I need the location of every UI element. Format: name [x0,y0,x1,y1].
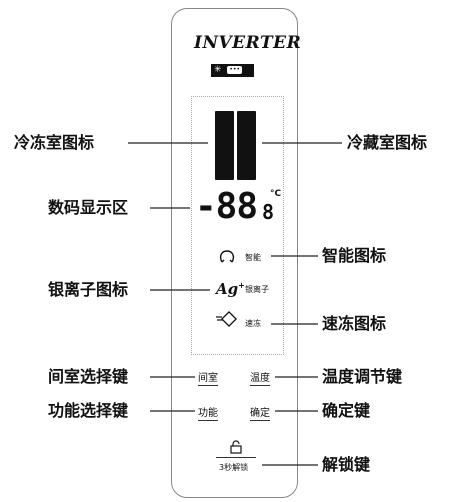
quick-freeze-icon [216,311,237,327]
silver-ion-icon: Ag+ [216,280,245,298]
unlock-divider [216,457,256,458]
energy-badge: ✳ ••• [211,64,254,77]
smart-label: 智能 [245,253,261,262]
callout-silver-ion-icon: 银离子图标 [48,280,129,299]
digital-display-decimal: 8 [262,200,275,224]
display-area [191,96,284,355]
smart-icon [219,250,235,263]
celsius-unit: °C [270,189,282,199]
lock-icon [230,440,242,454]
callout-room-select-key: 间室选择键 [48,367,129,386]
room-select-key[interactable]: 间室 [198,369,218,386]
snowflake-icon: ✳ [214,65,222,75]
callout-function-select-key: 功能选择键 [48,401,129,420]
function-select-key[interactable]: 功能 [198,404,218,421]
star-rating: ••• [227,66,243,74]
callout-freezer-icon: 冷冻室图标 [14,133,95,152]
callout-fridge-icon: 冷藏室图标 [347,133,428,152]
callout-unlock-key: 解锁键 [322,455,371,474]
callout-smart-icon: 智能图标 [322,246,387,265]
callout-digital-display: 数码显示区 [48,198,129,217]
silver-ion-label: 银离子 [245,285,269,294]
callout-quick-freeze-icon: 速冻图标 [322,314,387,333]
fridge-compartment-icon [237,111,256,180]
digital-display: -88 [195,186,258,227]
callout-confirm-key: 确定键 [322,401,371,420]
freezer-compartment-icon [215,111,234,180]
confirm-key[interactable]: 确定 [250,404,270,421]
inverter-logo: INVERTER [194,33,302,53]
temp-adjust-key[interactable]: 温度 [250,369,270,386]
control-panel [171,8,298,498]
unlock-key[interactable]: 3秒解锁 [219,463,249,472]
callout-temp-adjust-key: 温度调节键 [322,367,403,386]
quick-freeze-label: 速冻 [245,319,261,328]
